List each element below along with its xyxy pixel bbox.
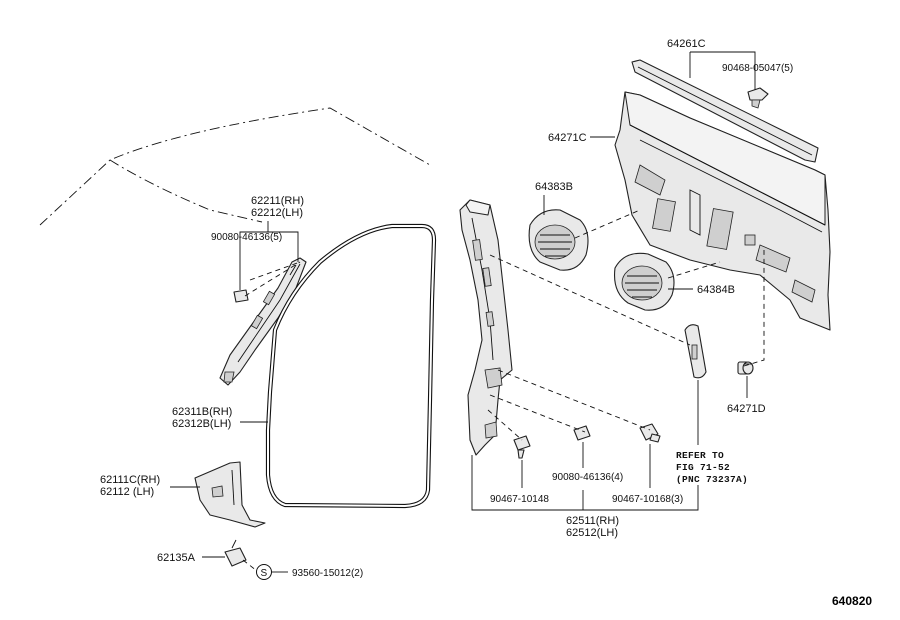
top-trim-strip (631, 59, 819, 163)
refer-note-line3: (PNC 73237A) (676, 474, 748, 485)
side-trim-piece (684, 324, 707, 379)
refer-note-line2: FIG 71-52 (676, 462, 730, 473)
label-90468-05047: 90468-05047(5) (722, 63, 793, 74)
label-90467-10168: 90467-10168(3) (612, 494, 683, 505)
label-62512: 62512(LH) (566, 527, 618, 539)
label-62111c: 62111C(RH) (100, 474, 160, 486)
refer-note-line1: REFER TO (676, 450, 724, 461)
callout-labels: 64261C 90468-05047(5) 64271C 64383B 6438… (100, 38, 793, 580)
label-62511: 62511(RH) (566, 515, 619, 527)
label-62312b: 62312B(LH) (172, 418, 231, 430)
b-pillar-trim (459, 199, 513, 456)
label-64261c: 64261C (667, 38, 706, 50)
label-62212: 62212(LH) (251, 207, 303, 219)
label-64271d: 64271D (727, 403, 766, 415)
label-64271c: 64271C (548, 132, 587, 144)
label-62135a: 62135A (157, 552, 196, 564)
figure-number: 640820 (832, 594, 872, 608)
s-symbol-circle (256, 564, 272, 580)
clip-90080-left (233, 289, 249, 303)
label-64384b: 64384B (697, 284, 735, 296)
back-panel-trim (614, 91, 831, 331)
clip-90080-center (573, 425, 591, 441)
fastener-64271d (737, 361, 754, 375)
label-62311b: 62311B(RH) (172, 406, 232, 418)
label-62211: 62211(RH) (251, 195, 304, 207)
refer-note: REFER TO FIG 71-52 (PNC 73237A) (676, 450, 748, 485)
clip-90467-10148 (513, 435, 531, 459)
label-93560-15012: 93560-15012(2) (292, 568, 363, 579)
kick-panel-trim (194, 461, 266, 528)
door-weatherstrip (265, 223, 437, 509)
bracket-62135a (224, 539, 247, 567)
label-62112: 62112 (LH) (100, 486, 154, 498)
clip-90468 (747, 87, 769, 109)
clip-90467-10168 (639, 423, 661, 443)
label-64383b: 64383B (535, 181, 573, 193)
leader-lines (170, 51, 756, 573)
label-90080-46136-a: 90080-46136(5) (211, 232, 282, 243)
label-90467-10148: 90467-10148 (490, 494, 549, 505)
assembly-dashed-lines (242, 209, 765, 572)
a-pillar-trim (219, 257, 307, 386)
speaker-grille-64383b (528, 209, 589, 271)
s-symbol-letter: S (261, 568, 268, 579)
speaker-grille-64384b (613, 252, 675, 311)
roof-phantom-outline (39, 107, 431, 226)
label-90080-46136-b: 90080-46136(4) (552, 472, 623, 483)
